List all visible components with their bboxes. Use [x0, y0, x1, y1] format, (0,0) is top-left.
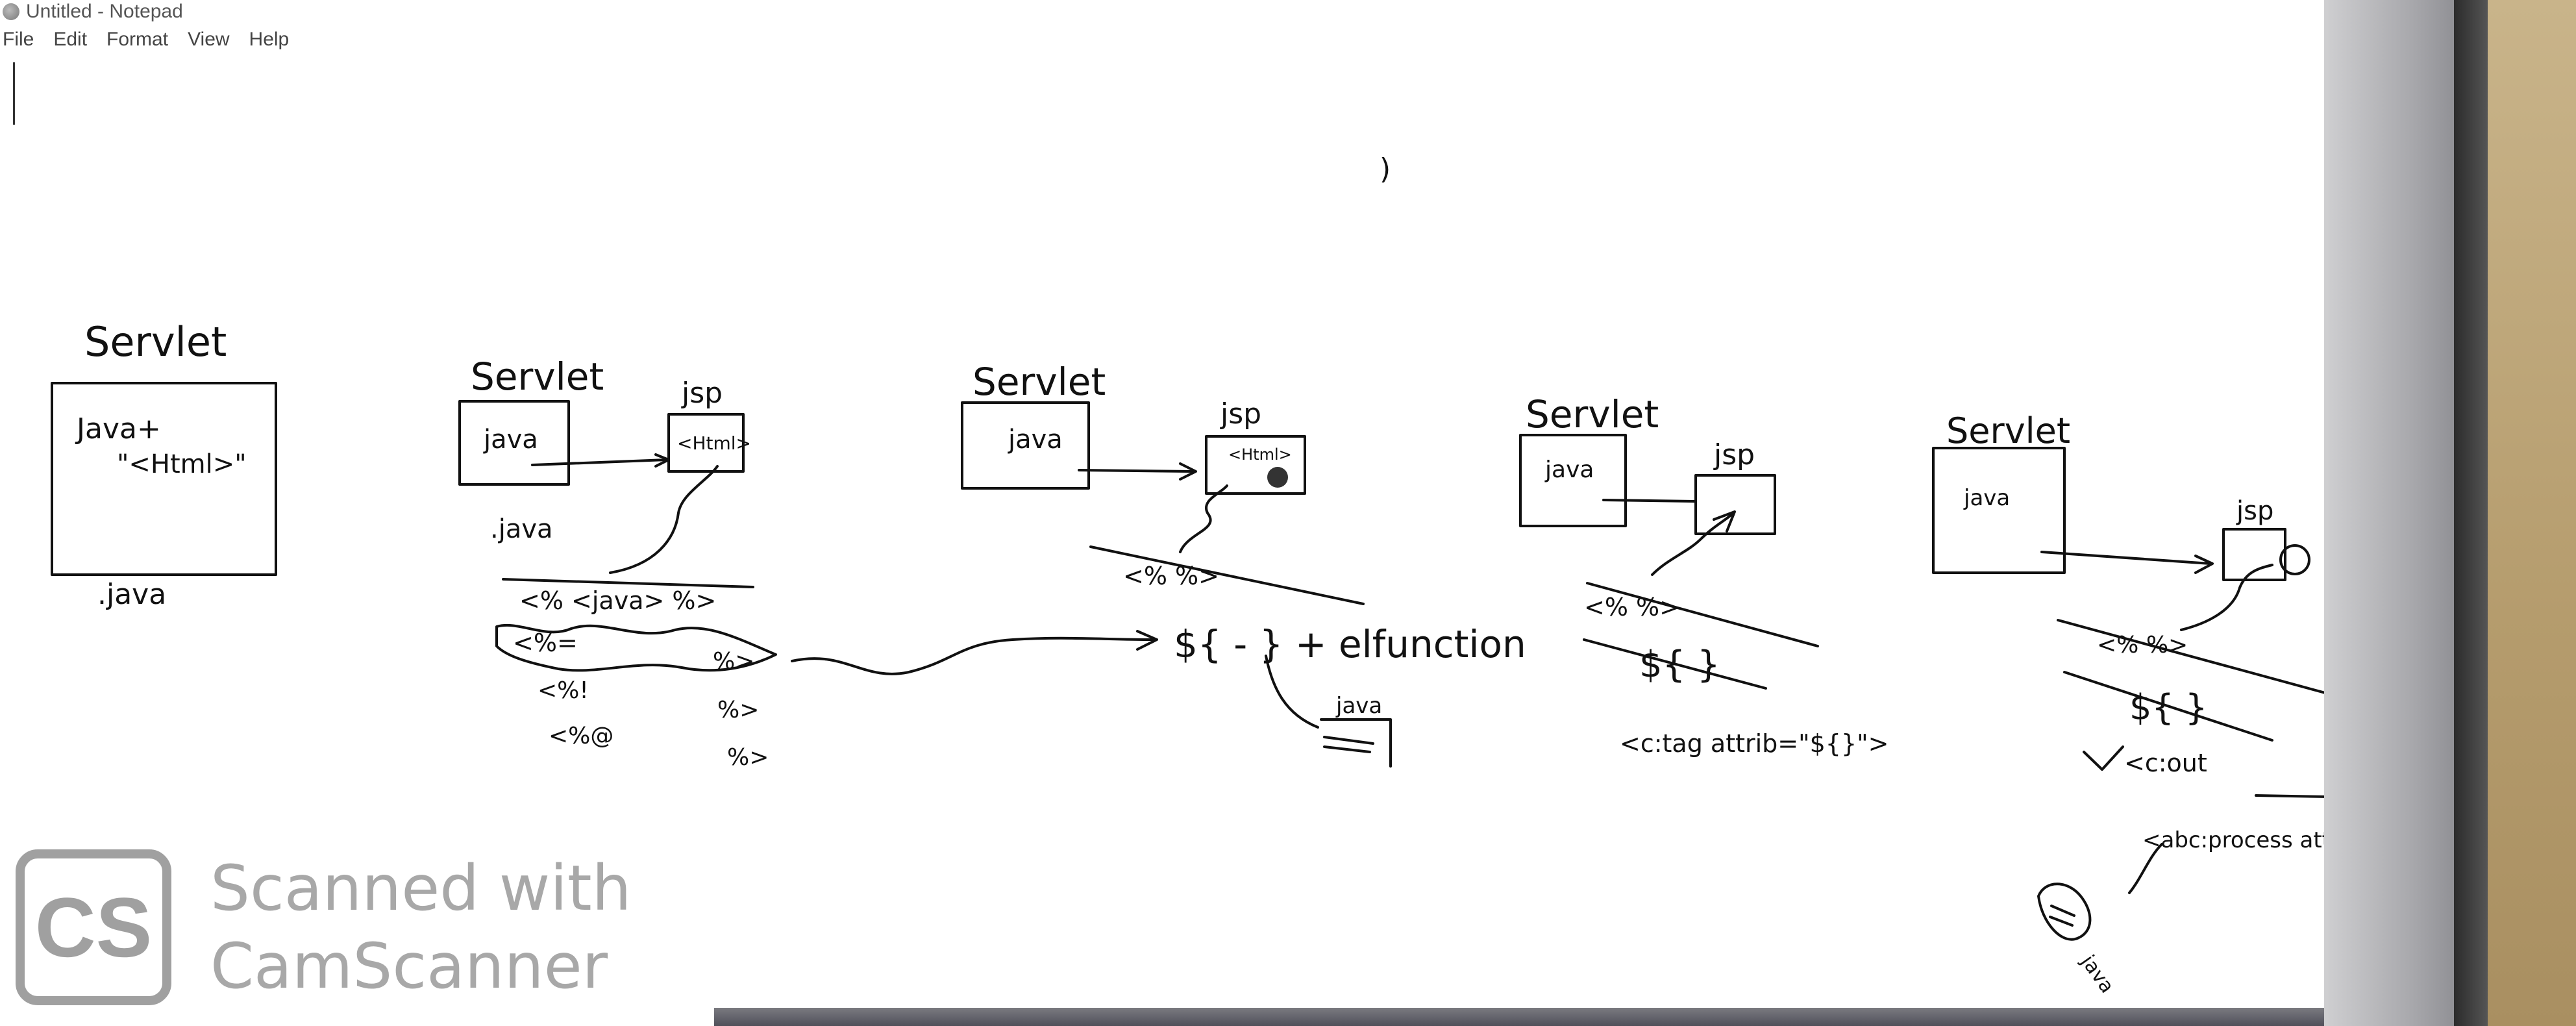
d5-cout: <c:out [2124, 749, 2207, 777]
d1-box-line1: Java+ [75, 412, 161, 445]
d2-to-d3-arrow [792, 638, 1152, 674]
d5-cout-arrow [2256, 795, 2324, 797]
d3-tag: <% %> [1123, 562, 1219, 590]
d1-box-line2: "<Html>" [117, 449, 247, 479]
d3-java-lines [1324, 737, 1373, 752]
d2-tag3-end: %> [717, 697, 759, 723]
d4-jsp-label: jsp [1713, 438, 1755, 471]
d3-curve [1180, 486, 1227, 552]
d2-jsp-label: jsp [681, 377, 723, 410]
desk-background [2488, 0, 2576, 1026]
d5-title: Servlet [1946, 410, 2070, 451]
d4-curve [1652, 513, 1733, 575]
d2-tag1: <% <java> %> [519, 586, 716, 615]
d4-link [1604, 500, 1694, 501]
d3-jsp-label: jsp [1220, 397, 1261, 431]
d5-custom-tag: <abc:process attrib=" "> [2142, 827, 2324, 853]
d3-title: Servlet [972, 360, 1106, 404]
d5-java-note: java [2076, 951, 2118, 997]
stray-paren: ) [1380, 153, 1391, 186]
camscanner-text: Scanned with CamScanner [210, 849, 631, 1005]
d5-box: java [1963, 485, 2010, 511]
d2-tag2: <%= [513, 629, 578, 657]
watermark-line1: Scanned with [210, 849, 631, 927]
d1-below: .java [97, 578, 166, 611]
monitor-edge [2454, 0, 2488, 1026]
d3-java-box [1321, 719, 1391, 766]
d3-arrow [1079, 470, 1193, 471]
d5-tag: <% %> [2097, 632, 2188, 658]
monitor-bezel [2324, 0, 2467, 1026]
camscanner-logo-text: CS [35, 879, 153, 976]
d5-check-mark [2084, 747, 2123, 770]
d2-below: .java [490, 514, 553, 544]
d3-java-label: java [1335, 693, 1382, 719]
d2-tag4-end: %> [727, 744, 769, 771]
d2-tag2-end: %> [713, 648, 754, 675]
camscanner-logo: CS [16, 849, 171, 1005]
d2-curve [610, 466, 717, 573]
d4-jsp-box [1696, 475, 1775, 534]
d4-ctag: <c:tag attrib="${}"> [1620, 729, 1889, 758]
d5-curve [2181, 565, 2272, 630]
d3-scribble-dot [1267, 467, 1288, 488]
d2-tag3: <%! [538, 677, 589, 704]
watermark-line2: CamScanner [210, 927, 631, 1005]
d2-arrow [532, 460, 667, 465]
d4-el: ${ } [1639, 644, 1720, 686]
d1-title: Servlet [84, 318, 227, 366]
d3-box: java [1008, 425, 1063, 455]
d5-arrow [2042, 552, 2211, 564]
d3-el: ${ - } + elfunction [1174, 622, 1526, 666]
d2-jsp-html: <Html> [677, 432, 751, 454]
d4-tag: <% %> [1584, 593, 1680, 621]
camscanner-watermark: CS Scanned with CamScanner [16, 849, 631, 1005]
d2-box: java [483, 425, 538, 455]
d5-el: ${ } [2129, 687, 2207, 728]
d2-tag4: <%@ [549, 723, 613, 749]
d5-file-lines [2050, 906, 2074, 925]
d4-title: Servlet [1526, 392, 1659, 436]
d5-jsp-label: jsp [2236, 496, 2273, 526]
d3-el-curve [1266, 656, 1318, 727]
d2-title: Servlet [471, 355, 604, 399]
d3-jsp-html: <Html> [1228, 445, 1292, 464]
d4-box: java [1544, 457, 1594, 483]
